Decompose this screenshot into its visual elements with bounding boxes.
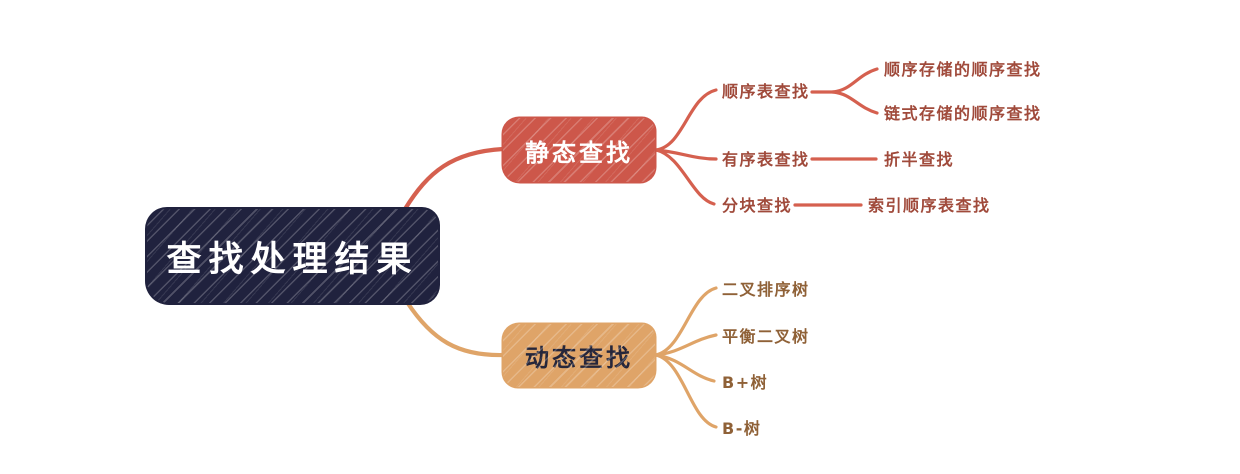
connector-root-to-dynamic [404,299,506,358]
connector-static-to-seq [654,88,718,152]
leaf-index-sequential-search[interactable]: 索引顺序表查找 [868,196,991,215]
connector-dynamic-to-bplus [654,353,716,383]
branch-node-dynamic-search[interactable]: 动态查找 [503,324,655,387]
connector-dynamic-to-bst [654,286,718,357]
leaf-ordered-list-search[interactable]: 有序表查找 [722,150,810,169]
leaf-balanced-binary-tree[interactable]: 平衡二叉树 [722,327,810,346]
leaf-sequential-storage-search[interactable]: 顺序存储的顺序查找 [884,60,1042,79]
connector-root-to-static [402,146,506,212]
connector-dynamic-to-bminus [654,353,718,429]
connector-dynamic-to-avl [654,333,718,357]
leaf-b-plus-tree[interactable]: B+树 [722,373,769,392]
connector-static-to-ordered [654,148,718,161]
leaf-binary-halving-search[interactable]: 折半查找 [884,150,955,169]
leaf-binary-sort-tree[interactable]: 二叉排序树 [722,280,810,299]
leaf-block-search[interactable]: 分块查找 [722,196,793,215]
branch-node-static-search[interactable]: 静态查找 [503,118,655,182]
root-node-search-results[interactable]: 查找处理结果 [147,209,438,303]
connector-seq-to-linked-storage [831,90,879,115]
leaf-linked-storage-search[interactable]: 链式存储的顺序查找 [884,104,1042,123]
leaf-sequential-list-search[interactable]: 顺序表查找 [722,82,810,101]
leaf-b-minus-tree[interactable]: B-树 [722,419,762,438]
connector-seq-to-sequential-storage [831,67,879,94]
connector-static-to-block [654,148,716,206]
